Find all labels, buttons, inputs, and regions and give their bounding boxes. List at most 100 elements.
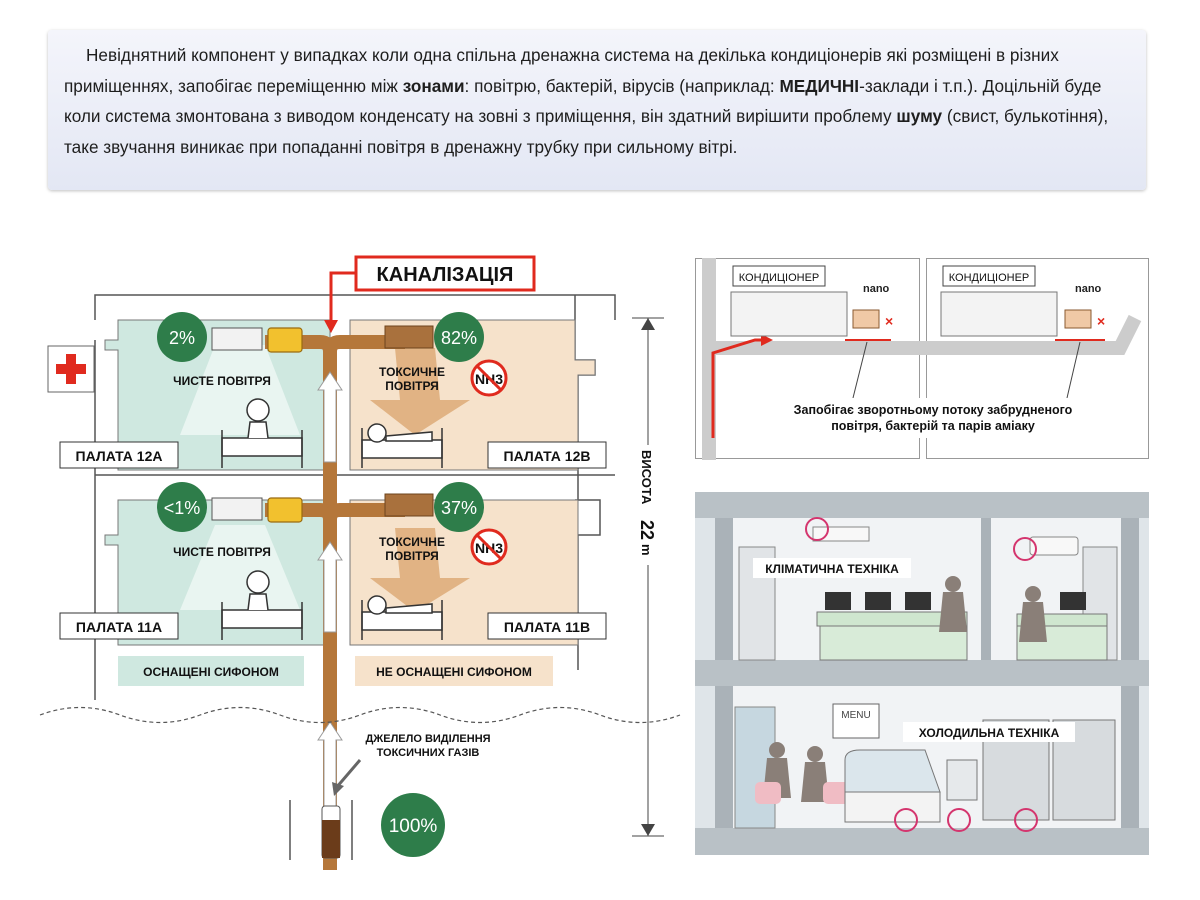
up-arrow-icon bbox=[317, 721, 343, 813]
clean-air-label: ЧИСТЕ ПОВІТРЯ bbox=[173, 545, 271, 559]
ac-unit-icon bbox=[1029, 536, 1079, 556]
room-name-12a: ПАЛАТА 12А bbox=[76, 448, 163, 464]
monitor-icon bbox=[905, 592, 931, 610]
column bbox=[715, 518, 733, 660]
patient-sitting-icon bbox=[221, 570, 303, 640]
percent-12b: 82% bbox=[441, 328, 477, 348]
drain-pipe bbox=[323, 335, 405, 353]
room-name-11b: ПАЛАТА 11В bbox=[504, 619, 590, 635]
equipped-legend bbox=[118, 656, 304, 686]
hospital-drainage-diagram: КАНАЛІЗАЦІЯ 2% 82% <1% 37% ЧИСТЕ ПОВІТРЯ… bbox=[39, 255, 681, 870]
caption-line: Запобігає зворотньому потоку забрудненог… bbox=[794, 403, 1073, 417]
patient-lying-icon bbox=[361, 595, 443, 640]
column bbox=[715, 686, 733, 828]
siphon-trap-icon bbox=[267, 327, 303, 353]
column bbox=[1121, 686, 1139, 828]
nano-valve-icon bbox=[1064, 309, 1092, 329]
block-x-icon: × bbox=[1097, 313, 1105, 329]
intro-panel: Невіднятний компонент у випадках коли од… bbox=[48, 30, 1146, 190]
bottle-icon bbox=[322, 820, 340, 858]
intro-bold-noise: шуму bbox=[896, 106, 943, 126]
toxic-arrow-icon bbox=[370, 348, 470, 435]
building-outline bbox=[575, 499, 601, 670]
percent-badge-12b bbox=[434, 312, 484, 362]
menu-board bbox=[832, 703, 880, 739]
display-case-icon bbox=[844, 749, 941, 793]
toxic-air-label: ПОВІТРЯ bbox=[385, 379, 439, 393]
backflow-arrow bbox=[761, 334, 773, 346]
slab bbox=[695, 492, 1149, 518]
sewer-label: КАНАЛІЗАЦІЯ bbox=[377, 264, 514, 286]
monitor-icon bbox=[1060, 592, 1086, 610]
patient-sitting-icon bbox=[221, 398, 303, 468]
ac-cassette-icon bbox=[730, 291, 848, 337]
up-arrow-icon bbox=[317, 541, 343, 633]
percent-11b: 37% bbox=[441, 498, 477, 518]
source-label: ТОКСИЧНИХ ГАЗІВ bbox=[377, 747, 480, 759]
up-arrow-icon bbox=[317, 371, 343, 463]
column bbox=[981, 518, 991, 660]
source-arrow bbox=[334, 759, 362, 789]
caption-line: повітря, бактерій та парів аміаку bbox=[831, 419, 1035, 433]
source-arrow bbox=[332, 782, 344, 796]
unit2-label: КОНДИЦІОНЕР bbox=[949, 272, 1030, 284]
fridge-icon bbox=[946, 759, 978, 801]
percent-badge-11a bbox=[157, 482, 207, 532]
clean-air-beam bbox=[180, 525, 300, 610]
intro-text: -заклади і т.п.). Доцільній буде коли си… bbox=[64, 75, 1102, 127]
column bbox=[1121, 518, 1139, 660]
percent-12a: 2% bbox=[169, 328, 195, 348]
nh3-warning-icon: NH3 bbox=[470, 359, 508, 397]
brand2-label: nano bbox=[1075, 283, 1102, 295]
drain-pipe bbox=[323, 503, 405, 521]
label-box bbox=[753, 558, 911, 578]
backflow-arrow bbox=[711, 338, 765, 438]
height-unit: m bbox=[639, 544, 654, 556]
duct-pipe bbox=[702, 258, 1142, 460]
block-x-icon: × bbox=[885, 313, 893, 329]
menu-label: MENU bbox=[841, 710, 870, 721]
height-label: ВИСОТА bbox=[639, 450, 654, 505]
not-equipped-legend-label: НЕ ОСНАЩЕНІ СИФОНОМ bbox=[376, 665, 532, 679]
patient-lying-icon bbox=[361, 423, 443, 468]
refrigeration-tech-label: ХОЛОДИЛЬНА ТЕХНІКА bbox=[919, 726, 1060, 740]
sewer-arrow bbox=[329, 271, 356, 322]
ac-unit-icon bbox=[211, 327, 263, 351]
monitor-icon bbox=[825, 592, 851, 610]
height-marker bbox=[641, 824, 655, 836]
percent-badge-12a bbox=[157, 312, 207, 362]
slab bbox=[695, 828, 1149, 855]
sewer-arrow bbox=[324, 320, 338, 333]
equipped-legend-label: ОСНАЩЕНІ СИФОНОМ bbox=[143, 665, 279, 679]
intro-text: : повітрю, бактерій, вірусів (наприклад: bbox=[464, 75, 780, 96]
person-icon bbox=[763, 576, 1047, 802]
percent-11a: <1% bbox=[164, 498, 201, 518]
not-equipped-legend bbox=[355, 656, 553, 686]
nano-valve-icon bbox=[852, 309, 880, 329]
unit1-label: КОНДИЦІОНЕР bbox=[739, 272, 820, 284]
siphon-trap-icon bbox=[267, 497, 303, 523]
monitor-icon bbox=[865, 592, 891, 610]
intro-text: Невіднятний компонент у випадках коли од… bbox=[64, 45, 1059, 96]
clean-air-beam bbox=[180, 345, 300, 435]
hospital-cross-icon bbox=[56, 364, 86, 374]
display-case-icon bbox=[844, 791, 941, 823]
callout-line bbox=[1066, 341, 1081, 399]
unit-label-box bbox=[732, 265, 826, 287]
room-name-box bbox=[59, 441, 179, 469]
toxic-air-label: ТОКСИЧНЕ bbox=[379, 535, 445, 549]
percent-badge-11b bbox=[434, 482, 484, 532]
label-box bbox=[903, 722, 1075, 742]
room-name-box bbox=[487, 612, 607, 640]
callout-line bbox=[852, 341, 868, 399]
ac-cassette-icon bbox=[940, 291, 1058, 337]
toxic-air-label: ТОКСИЧНЕ bbox=[379, 365, 445, 379]
slab bbox=[695, 660, 1149, 686]
source-percent-badge bbox=[381, 793, 445, 857]
height-value: 22 bbox=[637, 520, 657, 540]
toxic-arrow-icon bbox=[370, 528, 470, 612]
unit-label-box bbox=[942, 265, 1036, 287]
sewer-label-box bbox=[354, 255, 536, 292]
intro-bold-zones: зонами bbox=[402, 75, 465, 96]
source-walls bbox=[289, 800, 353, 860]
